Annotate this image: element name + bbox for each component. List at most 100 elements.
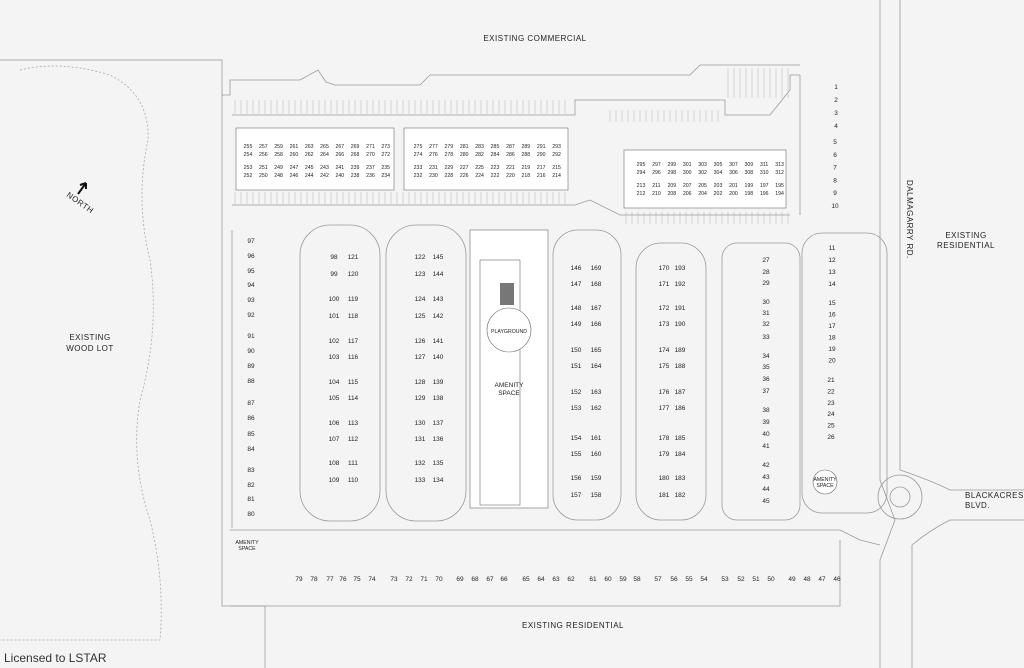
label-small-amenity-space: SPACE — [238, 546, 256, 552]
unit-number: 148 — [571, 305, 582, 312]
unit-number: 176 — [659, 389, 670, 396]
unit-number: 124 — [415, 296, 426, 303]
unit-number: 134 — [433, 477, 444, 484]
unit-number: 203 — [714, 183, 723, 189]
watermark: Licensed to LSTAR — [4, 651, 107, 665]
unit-number: 125 — [415, 313, 426, 320]
unit-number: 303 — [698, 162, 707, 168]
unit-number: 169 — [591, 265, 602, 272]
unit-number: 146 — [571, 265, 582, 272]
unit-number: 206 — [683, 191, 692, 197]
label-amenity: AMENITY — [495, 382, 525, 389]
unit-number: 309 — [744, 162, 753, 168]
unit-number: 61 — [589, 576, 597, 583]
unit-number: 287 — [506, 144, 515, 150]
unit-number: 137 — [433, 420, 444, 427]
unit-number: 191 — [675, 305, 686, 312]
label-existing-residential-bottom: EXISTING RESIDENTIAL — [522, 621, 624, 630]
unit-number: 162 — [591, 405, 602, 412]
unit-number: 204 — [698, 191, 707, 197]
unit-number: 3 — [834, 110, 838, 117]
unit-number: 39 — [762, 419, 770, 426]
unit-number: 101 — [329, 313, 340, 320]
unit-number: 212 — [637, 191, 646, 197]
unit-number: 252 — [244, 173, 253, 179]
unit-number: 116 — [348, 354, 359, 361]
unit-number: 54 — [700, 576, 708, 583]
unit-number: 140 — [433, 354, 444, 361]
unit-number: 284 — [491, 152, 500, 158]
unit-number: 84 — [247, 446, 255, 453]
unit-number: 43 — [762, 474, 770, 481]
unit-number: 222 — [491, 173, 500, 179]
unit-number: 229 — [444, 165, 453, 171]
unit-number: 313 — [775, 162, 784, 168]
unit-number: 142 — [433, 313, 444, 320]
unit-number: 129 — [415, 395, 426, 402]
townhouse-blocks — [299, 224, 888, 522]
unit-number: 155 — [571, 451, 582, 458]
unit-number: 298 — [667, 170, 676, 176]
unit-number: 139 — [433, 379, 444, 386]
unit-number: 273 — [381, 144, 390, 150]
unit-number: 22 — [827, 388, 835, 395]
unit-number: 156 — [571, 475, 582, 482]
unit-number: 133 — [415, 477, 426, 484]
unit-number: 118 — [348, 313, 359, 320]
unit-number: 46 — [833, 576, 841, 583]
unit-number: 181 — [659, 492, 670, 499]
unit-number: 21 — [827, 377, 835, 384]
unit-number: 92 — [247, 312, 255, 319]
unit-number: 59 — [619, 576, 627, 583]
unit-number: 174 — [659, 347, 670, 354]
unit-number: 127 — [415, 354, 426, 361]
unit-number: 105 — [329, 395, 340, 402]
unit-number: 6 — [833, 152, 837, 159]
unit-number: 281 — [460, 144, 469, 150]
unit-number: 216 — [537, 173, 546, 179]
unit-number: 41 — [762, 443, 770, 450]
wood-lot-boundary — [0, 65, 162, 641]
unit-number: 166 — [591, 321, 602, 328]
unit-number: 291 — [537, 144, 546, 150]
unit-number: 190 — [675, 321, 686, 328]
label-existing-residential-right-2: RESIDENTIAL — [937, 241, 995, 250]
unit-number: 47 — [818, 576, 826, 583]
unit-number: 20 — [828, 358, 836, 365]
unit-number: 275 — [414, 144, 423, 150]
unit-number: 244 — [305, 173, 314, 179]
unit-number: 50 — [767, 576, 775, 583]
unit-number: 138 — [433, 395, 444, 402]
label-existing-residential-right-1: EXISTING — [945, 231, 986, 240]
unit-number: 226 — [460, 173, 469, 179]
unit-number: 60 — [604, 576, 612, 583]
unit-number: 37 — [762, 388, 770, 395]
unit-number: 205 — [698, 183, 707, 189]
unit-number: 24 — [827, 411, 835, 418]
unit-number: 107 — [329, 436, 340, 443]
unit-number: 10 — [831, 203, 839, 210]
unit-number: 271 — [366, 144, 375, 150]
unit-number: 255 — [244, 144, 253, 150]
unit-number: 25 — [827, 423, 835, 430]
unit-number: 289 — [521, 144, 530, 150]
unit-number: 144 — [433, 271, 444, 278]
unit-number: 170 — [659, 265, 670, 272]
unit-number: 141 — [433, 338, 444, 345]
unit-number: 143 — [433, 296, 444, 303]
unit-number: 77 — [326, 576, 334, 583]
unit-number: 262 — [305, 152, 314, 158]
unit-number: 68 — [471, 576, 479, 583]
unit-number: 300 — [683, 170, 692, 176]
unit-number: 308 — [744, 170, 753, 176]
unit-number: 270 — [366, 152, 375, 158]
unit-number: 117 — [348, 338, 359, 345]
unit-number: 305 — [714, 162, 723, 168]
unit-number: 9 — [833, 190, 837, 197]
unit-number: 269 — [351, 144, 360, 150]
unit-number: 34 — [762, 353, 770, 360]
unit-number: 57 — [654, 576, 662, 583]
unit-number: 234 — [381, 173, 390, 179]
unit-number: 295 — [637, 162, 646, 168]
unit-number: 238 — [351, 173, 360, 179]
